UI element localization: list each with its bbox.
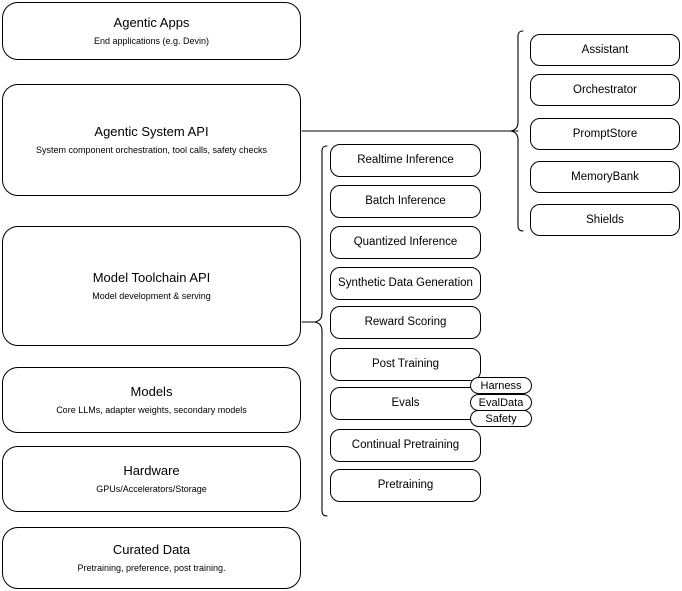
layer-title: Model Toolchain API bbox=[92, 269, 211, 285]
capability-label: Realtime Inference bbox=[357, 154, 454, 167]
layer-title: Agentic Apps bbox=[113, 14, 190, 30]
capability-label: Quantized Inference bbox=[353, 236, 458, 249]
capability-label: Reward Scoring bbox=[364, 316, 447, 329]
eval-tag-label: Harness bbox=[480, 379, 522, 392]
component-label: PromptStore bbox=[572, 127, 638, 140]
eval-tag-evaldata[interactable]: EvalData bbox=[470, 394, 532, 411]
layer-curated-data[interactable]: Curated Data Pretraining, preference, po… bbox=[2, 527, 301, 589]
layer-subtitle: Pretraining, preference, post training. bbox=[77, 563, 226, 573]
capability-evals[interactable]: Evals bbox=[330, 387, 481, 420]
eval-tag-label: Safety bbox=[485, 412, 517, 425]
capability-label: Evals bbox=[391, 397, 420, 410]
capability-batch-inference[interactable]: Batch Inference bbox=[330, 185, 481, 218]
layer-agentic-system-api[interactable]: Agentic System API System component orch… bbox=[2, 84, 301, 196]
capability-post-training[interactable]: Post Training bbox=[330, 348, 481, 381]
brace-toolchain-capabilities bbox=[314, 145, 328, 517]
capability-reward-scoring[interactable]: Reward Scoring bbox=[330, 306, 481, 339]
capability-label: Batch Inference bbox=[365, 195, 446, 208]
layer-subtitle: Model development & serving bbox=[92, 291, 211, 301]
layer-hardware[interactable]: Hardware GPUs/Accelerators/Storage bbox=[2, 446, 301, 512]
capability-synthetic-data-generation[interactable]: Synthetic Data Generation bbox=[330, 267, 481, 300]
component-memorybank[interactable]: MemoryBank bbox=[530, 161, 680, 193]
capability-label: Pretraining bbox=[377, 479, 434, 492]
layer-model-toolchain-api[interactable]: Model Toolchain API Model development & … bbox=[2, 226, 301, 346]
capability-quantized-inference[interactable]: Quantized Inference bbox=[330, 226, 481, 259]
capability-continual-pretraining[interactable]: Continual Pretraining bbox=[330, 429, 481, 462]
capability-label: Post Training bbox=[371, 358, 440, 371]
component-promptstore[interactable]: PromptStore bbox=[530, 118, 680, 150]
component-label: Shields bbox=[586, 213, 624, 226]
layer-subtitle: GPUs/Accelerators/Storage bbox=[96, 484, 207, 494]
component-orchestrator[interactable]: Orchestrator bbox=[530, 74, 680, 106]
layer-agentic-apps[interactable]: Agentic Apps End applications (e.g. Devi… bbox=[2, 2, 301, 60]
layer-title: Agentic System API bbox=[94, 123, 209, 139]
component-shields[interactable]: Shields bbox=[530, 204, 680, 236]
capability-label: Synthetic Data Generation bbox=[338, 277, 473, 290]
component-label: MemoryBank bbox=[571, 170, 639, 183]
eval-tag-label: EvalData bbox=[478, 396, 524, 409]
eval-tag-harness[interactable]: Harness bbox=[470, 377, 532, 394]
layer-subtitle: Core LLMs, adapter weights, secondary mo… bbox=[56, 405, 247, 415]
brace-system-components bbox=[510, 30, 524, 232]
eval-tag-safety[interactable]: Safety bbox=[470, 410, 532, 427]
layer-subtitle: End applications (e.g. Devin) bbox=[93, 36, 210, 46]
layer-title: Models bbox=[130, 383, 173, 399]
layer-subtitle: System component orchestration, tool cal… bbox=[35, 145, 268, 155]
layer-title: Hardware bbox=[123, 462, 180, 478]
capability-realtime-inference[interactable]: Realtime Inference bbox=[330, 144, 481, 177]
capability-pretraining[interactable]: Pretraining bbox=[330, 469, 481, 502]
component-label: Orchestrator bbox=[573, 83, 637, 96]
component-label: Assistant bbox=[581, 43, 629, 56]
component-assistant[interactable]: Assistant bbox=[530, 34, 680, 66]
layer-title: Curated Data bbox=[112, 541, 191, 557]
layer-models[interactable]: Models Core LLMs, adapter weights, secon… bbox=[2, 367, 301, 433]
capability-label: Continual Pretraining bbox=[351, 439, 460, 452]
